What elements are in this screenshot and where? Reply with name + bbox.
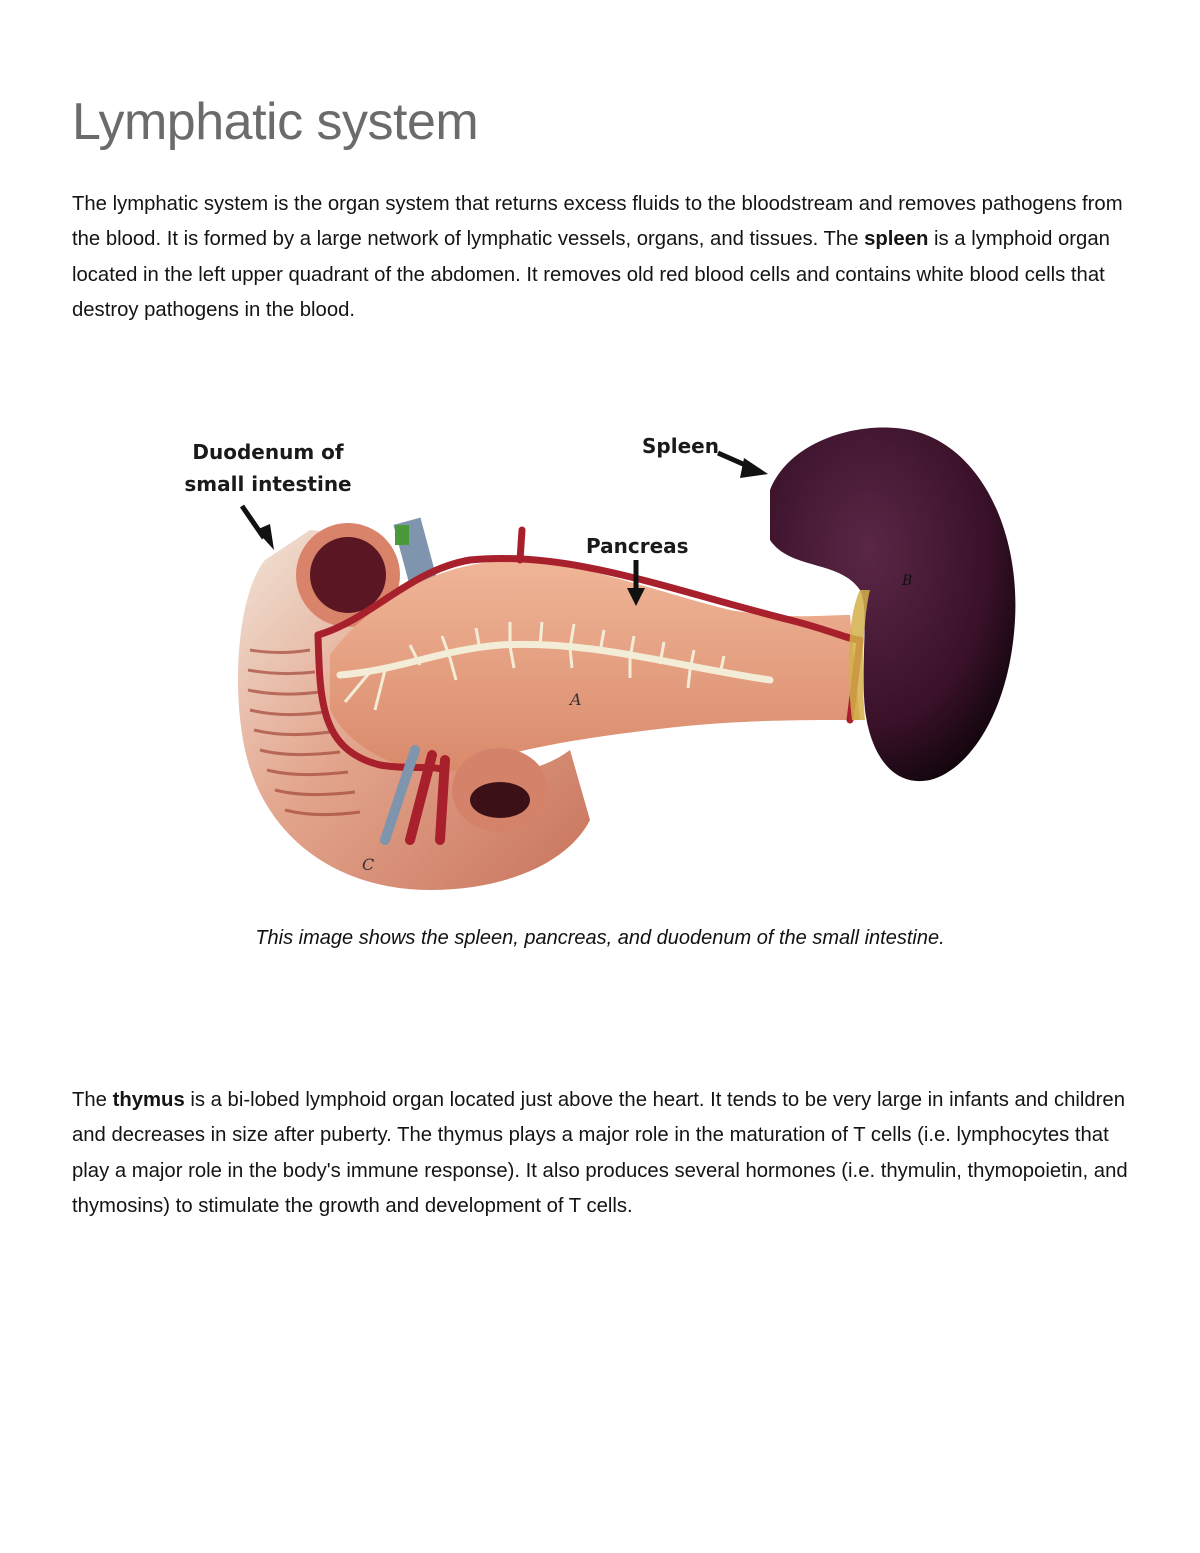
model-letter-c: C xyxy=(362,855,374,874)
thymus-paragraph: The thymus is a bi-lobed lymphoid organ … xyxy=(72,1083,1142,1224)
spleen-term: spleen xyxy=(864,228,929,251)
spleen-arrow-icon xyxy=(716,450,768,478)
anatomy-figure: A B C Duodenum of small intestine Spleen… xyxy=(170,420,1040,910)
intro-text-start: The lymphatic system is the organ system… xyxy=(72,193,1123,251)
duodenum-arrow-icon xyxy=(239,504,274,550)
model-letter-a: A xyxy=(568,690,582,709)
duodenum-label: Duodenum of small intestine xyxy=(178,436,358,500)
duodenum-label-line1: Duodenum of xyxy=(192,440,344,464)
spleen-label: Spleen xyxy=(642,434,719,458)
pancreas-shape xyxy=(330,560,860,772)
spleen-pancreas-duodenum-illustration: A B C xyxy=(237,427,1016,890)
figure-caption: This image shows the spleen, pancreas, a… xyxy=(255,927,945,949)
page-title: Lymphatic system xyxy=(72,93,479,151)
spleen-shape xyxy=(770,427,1016,782)
thymus-text-start: The xyxy=(72,1089,113,1111)
intro-text-end: is a lymphoid organ located in the left … xyxy=(72,228,1110,321)
thymus-term: thymus xyxy=(112,1089,185,1111)
intro-paragraph: The lymphatic system is the organ system… xyxy=(72,187,1142,328)
thymus-text-end: is a bi-lobed lymphoid organ located jus… xyxy=(72,1089,1128,1217)
pancreas-arrow-icon xyxy=(627,560,645,606)
model-letter-b: B xyxy=(901,573,912,589)
duodenum-label-line2: small intestine xyxy=(184,472,352,496)
pancreas-label: Pancreas xyxy=(586,534,689,558)
